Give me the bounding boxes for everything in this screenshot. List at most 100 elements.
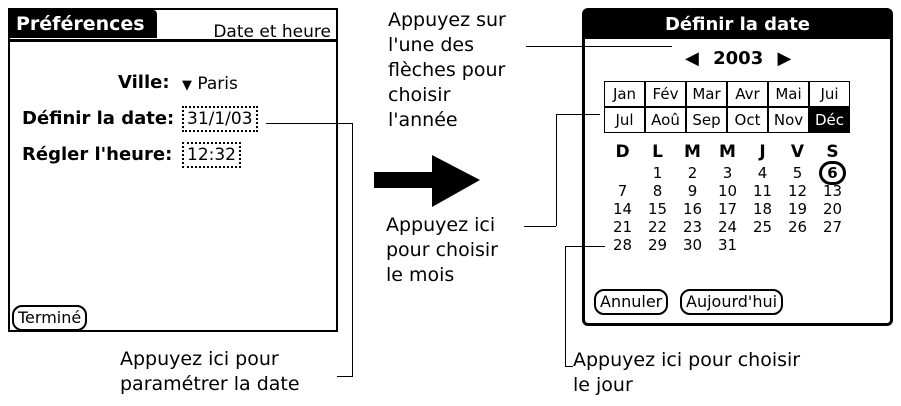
callout-day-line2: le jour	[573, 374, 633, 396]
heure-label: Régler l'heure:	[22, 144, 173, 165]
callout-year-line3: flèches pour	[388, 59, 506, 81]
day-cell[interactable]: 22	[647, 218, 668, 236]
preferences-screen: Préférences Date et heure Ville: ▼ Paris…	[8, 8, 338, 332]
day-cell[interactable]: 9	[687, 182, 698, 200]
month-callout-line-h	[524, 226, 556, 227]
month-cell[interactable]: Oct	[727, 107, 768, 133]
callout-month: Appuyez ici pour choisir le mois	[386, 213, 498, 288]
callout-year-line2: l'une des	[388, 34, 474, 56]
day-cell[interactable]: 11	[752, 182, 773, 200]
day-cell[interactable]: 28	[612, 236, 633, 254]
day-cell[interactable]: 17	[717, 200, 738, 218]
day-cell[interactable]: 31	[717, 236, 738, 254]
callout-month-line1: Appuyez ici	[386, 214, 496, 236]
day-cell[interactable]: 14	[612, 200, 633, 218]
set-date-title: Définir la date	[585, 11, 890, 39]
day-cell[interactable]: 2	[687, 164, 698, 182]
month-cell[interactable]: Nov	[768, 107, 809, 133]
triangle-right-icon[interactable]: ▶	[777, 48, 792, 69]
day-cell[interactable]: 21	[612, 218, 633, 236]
weekday-label: J	[759, 142, 766, 162]
day-cell[interactable]: 30	[682, 236, 703, 254]
callout-month-line2: pour choisir	[386, 239, 498, 261]
date-label: Définir la date:	[22, 108, 175, 129]
triangle-left-icon[interactable]: ◀	[685, 48, 699, 69]
month-cell[interactable]: Jan	[604, 81, 645, 107]
day-cell[interactable]: 15	[647, 200, 668, 218]
date-callout-line-end	[337, 376, 353, 377]
month-cell[interactable]: Fév	[645, 81, 686, 107]
preferences-tab-title: Préférences	[10, 10, 157, 38]
week-row: 21 22 23 24 25 26 27	[605, 218, 850, 236]
day-cell[interactable]: 20	[822, 200, 843, 218]
month-cell[interactable]: Mai	[768, 81, 809, 107]
day-cell[interactable]: 29	[647, 236, 668, 254]
date-time-title[interactable]: Date et heure	[213, 22, 331, 42]
callout-date-line2: paramétrer la date	[120, 373, 300, 395]
month-cell[interactable]: Sep	[686, 107, 727, 133]
ville-selector[interactable]: ▼ Paris	[182, 74, 238, 94]
triangle-down-icon: ▼	[182, 78, 192, 93]
month-cell[interactable]: Aoû	[645, 107, 686, 133]
month-callout-line-top	[556, 114, 600, 115]
day-cell[interactable]: 26	[787, 218, 808, 236]
callout-day: Appuyez ici pour choisir le jour	[573, 348, 800, 398]
month-cell[interactable]: Avr	[727, 81, 768, 107]
day-cell[interactable]: 16	[682, 200, 703, 218]
heure-field[interactable]: 12:32	[182, 142, 241, 168]
day-cell[interactable]: 8	[652, 182, 663, 200]
day-cell[interactable]: 12	[787, 182, 808, 200]
day-cell[interactable]: 10	[717, 182, 738, 200]
day-cell[interactable]: 13	[822, 182, 843, 200]
callout-day-line1: Appuyez ici pour choisir	[573, 349, 801, 371]
empty-day-cell	[780, 236, 815, 254]
day-cell[interactable]: 24	[717, 218, 738, 236]
callout-year-line1: Appuyez sur	[388, 9, 506, 31]
weekday-label: V	[790, 142, 805, 162]
year-selector: ◀ 2003 ▶	[685, 48, 791, 69]
day-cell[interactable]: 19	[787, 200, 808, 218]
done-button[interactable]: Terminé	[12, 305, 88, 331]
day-cell[interactable]: 18	[752, 200, 773, 218]
callout-date-line1: Appuyez ici pour	[120, 348, 279, 370]
title-underline	[10, 39, 336, 42]
day-callout-line-end	[565, 366, 573, 367]
weekday-label: S	[826, 142, 839, 162]
month-callout-line-v	[556, 114, 557, 226]
date-field[interactable]: 31/1/03	[182, 106, 258, 132]
today-button[interactable]: Aujourd'hui	[680, 289, 784, 315]
weekday-label: D	[615, 142, 630, 162]
day-cell[interactable]: 25	[752, 218, 773, 236]
empty-day-cell	[605, 164, 640, 182]
callout-date: Appuyez ici pour paramétrer la date	[120, 347, 300, 397]
day-cell[interactable]: 27	[822, 218, 843, 236]
month-cell[interactable]: Déc	[809, 107, 850, 133]
day-cell[interactable]: 3	[722, 164, 733, 182]
selected-day[interactable]: 6	[819, 161, 846, 185]
year-value: 2003	[713, 48, 764, 69]
day-cell[interactable]: 6	[815, 161, 850, 185]
ville-value: Paris	[197, 74, 238, 94]
month-cell[interactable]: Jul	[604, 107, 645, 133]
week-row: 14 15 16 17 18 19 20	[605, 200, 850, 218]
month-cell[interactable]: Jui	[809, 81, 850, 107]
day-callout-line-top	[565, 246, 605, 247]
day-cell[interactable]: 7	[617, 182, 628, 200]
day-callout-line-v	[565, 246, 566, 367]
weekday-label: L	[652, 142, 663, 162]
date-callout-line-v	[352, 123, 353, 376]
cancel-button[interactable]: Annuler	[594, 289, 669, 315]
year-callout-line	[526, 46, 672, 47]
week-row: 7 8 9 10 11 12 13	[605, 182, 850, 200]
day-cell[interactable]: 1	[652, 164, 663, 182]
day-cell[interactable]: 23	[682, 218, 703, 236]
month-cell[interactable]: Mar	[686, 81, 727, 107]
day-cell[interactable]: 5	[792, 164, 803, 182]
ville-label: Ville:	[118, 72, 170, 93]
day-cell[interactable]: 4	[757, 164, 768, 182]
